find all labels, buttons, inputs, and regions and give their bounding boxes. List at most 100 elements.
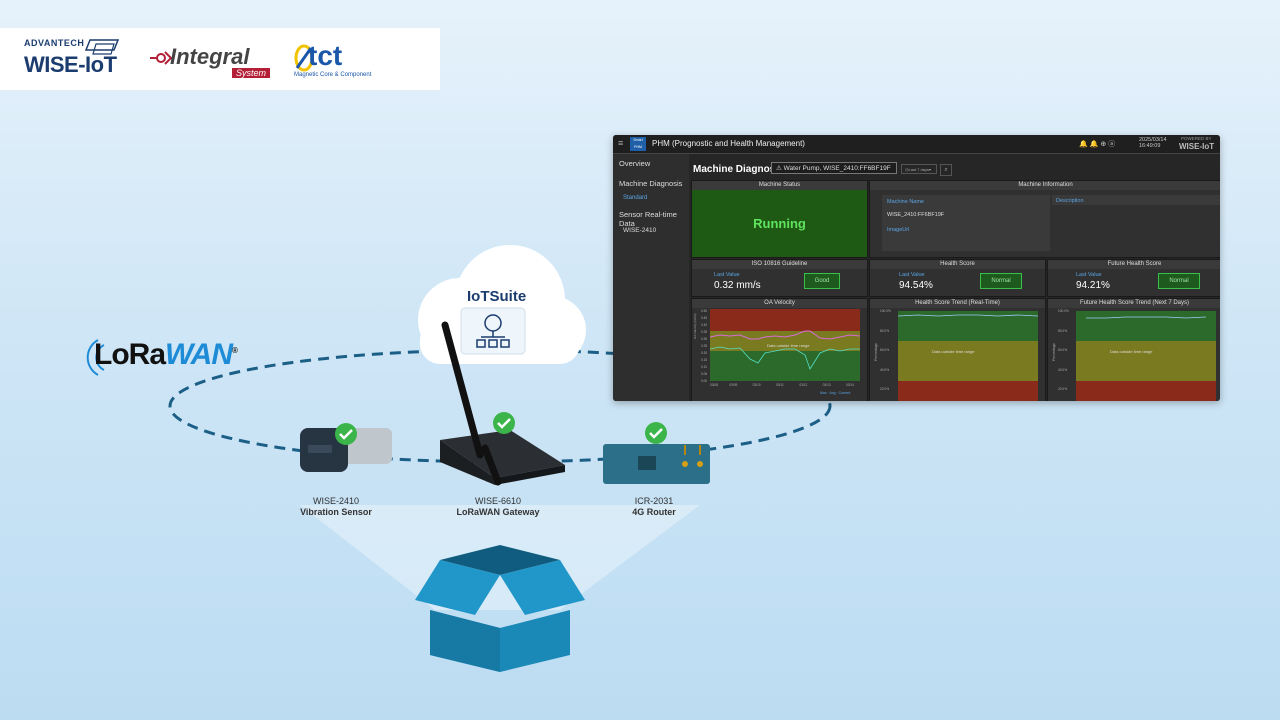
tct-subtitle: Magnetic Core & Component (294, 72, 372, 78)
tick-label: 0.45 (701, 316, 708, 320)
topbar-icons[interactable]: 🔔 🔔 ⊕ ⓐ (1079, 141, 1116, 148)
lorawan-wave-icon (86, 339, 105, 376)
oa-velocity-chart (710, 309, 860, 381)
chart-note: Data outside time range (932, 349, 975, 354)
future-trend-chart (1076, 311, 1216, 401)
oa-y-label: OA Velocity (mm/s) (693, 313, 697, 339)
machine-select[interactable]: ⚠ Water Pump, WISE_2410:FF6BF19F (771, 162, 897, 174)
integral-logo: Integral (170, 44, 250, 69)
tick-label: 03/08 (710, 383, 718, 387)
machine-info-table (882, 195, 1050, 251)
image-url-label: ImageUrl (887, 227, 910, 233)
description-row (1052, 195, 1220, 205)
clock-icon: ◷ (905, 167, 909, 172)
last-value-label: Last Value (1076, 272, 1102, 278)
oa-x-ticks: 03/08 03/09 03/10 03/11 03/12 03/13 03/14 (710, 383, 860, 388)
tick-label: 40.0% (1058, 367, 1068, 372)
lorawan-gateway-device (440, 321, 565, 486)
advantech-logo: ADVANTECH (24, 38, 85, 48)
sidebar-item-wise2410[interactable]: WISE-2410 (623, 227, 657, 234)
machine-status-value: Running (692, 190, 867, 257)
search-icon[interactable]: ⌕ (940, 164, 952, 176)
tick-label: 20.0% (880, 387, 890, 391)
check-icon (335, 423, 357, 445)
health-score-value: 94.54% (899, 280, 933, 291)
chart-note: Data outside time range (1110, 349, 1153, 354)
tct-logo: tct (308, 40, 343, 71)
wise-iot-mark-icon (84, 39, 120, 55)
4g-router-device (603, 444, 710, 484)
tick-label: 80.0% (1058, 328, 1068, 333)
tick-label: 03/12 (799, 383, 808, 387)
warning-icon: ⚠ (776, 165, 782, 172)
powered-brand: WISE-IoT (1179, 142, 1215, 151)
oa-legend: Max · Avg · Current (820, 391, 851, 395)
panel-title: OA Velocity (692, 299, 867, 308)
sidebar-item-standard[interactable]: Standard (623, 195, 648, 201)
page-title: Machine Diagnosis (693, 164, 784, 175)
tct-mark-icon (294, 44, 314, 72)
tick-label: 0.40 (701, 323, 708, 327)
description-label: Description (1056, 198, 1084, 204)
health-trend-panel: Health Score Trend (Real-Time) 100.0%80.… (869, 298, 1046, 401)
status-badge: Normal (980, 273, 1022, 289)
machine-status-panel: Machine Status Running (691, 180, 868, 258)
tick-label: 03/11 (776, 383, 784, 387)
tick-label: 0.15 (701, 358, 708, 362)
tick-label: 100.0% (880, 309, 891, 313)
tick-label: 03/10 (752, 383, 761, 387)
tick-label: 0.35 (701, 330, 708, 334)
status-badge: Normal (1158, 273, 1200, 289)
future-trend-panel: Future Health Score Trend (Next 7 Days) … (1047, 298, 1220, 401)
sidebar-item-overview[interactable]: Overview (619, 159, 651, 168)
logo-bar (0, 28, 440, 90)
machine-info-panel: Machine Information Machine Name WISE_24… (869, 180, 1220, 258)
tick-label: 100.0% (1058, 309, 1069, 313)
sidebar-item-sensor-realtime[interactable]: Sensor Real-time Data (619, 210, 677, 228)
last-value-label: Last Value (899, 272, 925, 278)
tick-label: 0.00 (701, 379, 708, 383)
tick-label: 03/13 (822, 383, 831, 387)
fhs-y-ticks: 100.0% 80.0% 60.0% 40.0% 20.0% (1058, 309, 1076, 394)
health-score-panel: Health Score Last Value 94.54% Normal (869, 259, 1046, 297)
tick-label: 0.50 (701, 309, 708, 313)
tick-label: 0.30 (701, 337, 708, 341)
panel-title: Future Health Score Trend (Next 7 Days) (1048, 299, 1220, 308)
tick-label: 0.10 (701, 365, 708, 369)
panel-title: ISO 10816 Guideline (692, 260, 867, 269)
gateway-antenna (441, 321, 484, 459)
tick-label: 03/14 (846, 383, 854, 387)
dashboard-sidebar: Overview Machine Diagnosis Standard Sens… (613, 154, 689, 401)
lorawan-logo: LoRaWAN® (94, 338, 238, 371)
health-trend-chart (898, 311, 1038, 401)
future-health-panel: Future Health Score Last Value 94.21% No… (1047, 259, 1220, 297)
powered-by-label: POWERED BY (1181, 136, 1212, 141)
iotsuite-title: IoTSuite (467, 288, 527, 305)
tick-label: 0.20 (701, 351, 708, 355)
integral-system-label: System (232, 68, 271, 78)
tick-label: 03/09 (729, 383, 738, 387)
open-box-icon (415, 545, 585, 672)
wise-iot-logo: WISE-IoT (24, 52, 117, 77)
menu-icon[interactable]: ≡ (618, 138, 624, 148)
iso-panel: ISO 10816 Guideline Last Value 0.32 mm/s… (691, 259, 868, 297)
hs-y-ticks: 100.0%80.0%60.0%40.0%20.0% (880, 309, 898, 394)
iso-value: 0.32 mm/s (714, 280, 761, 291)
app-title: PHM (Prognostic and Health Management) (652, 139, 805, 148)
range-select[interactable]: ◷Last 7 days▾ (901, 164, 937, 174)
check-icon (493, 412, 515, 434)
machine-name-label: Machine Name (887, 199, 924, 205)
panel-title: Machine Information (870, 181, 1220, 190)
tick-label: 60.0% (1058, 348, 1068, 352)
caret-down-icon: ▾ (928, 167, 931, 172)
tick-label: 20.0% (1058, 387, 1068, 391)
sidebar-item-machine-diagnosis[interactable]: Machine Diagnosis (619, 179, 683, 188)
tick-label: 80.0% (880, 328, 890, 333)
panel-title: Future Health Score (1048, 260, 1220, 269)
